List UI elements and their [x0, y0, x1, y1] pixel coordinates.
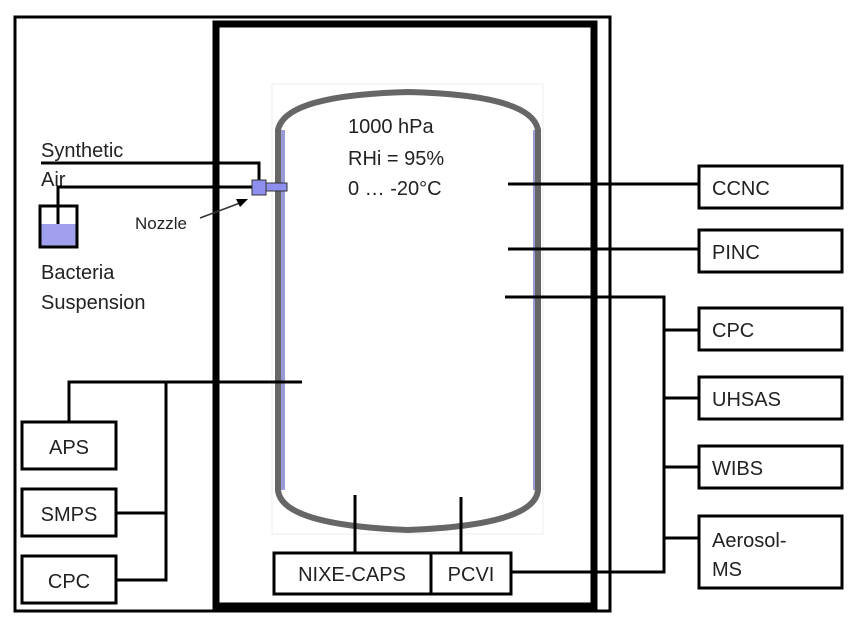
nozzle-arrow-line [199, 202, 241, 219]
instrument-label-ccnc: CCNC [712, 178, 770, 200]
instrument-label-pcvi: PCVI [448, 564, 495, 586]
instrument-label-cpc-left: CPC [48, 571, 90, 593]
outer-frame [13, 15, 612, 613]
instrument-label-pinc: PINC [712, 242, 760, 264]
instrument-label-nixe-caps: NIXE-CAPS [298, 564, 406, 586]
instrument-box-aps[interactable] [20, 420, 118, 471]
instrument-box-wibs[interactable] [697, 444, 844, 490]
left-manifold-line [67, 380, 302, 422]
instrument-box-uhsas[interactable] [697, 375, 844, 421]
instrument-label-aerosol-ms-1: Aerosol- [712, 530, 786, 552]
instrument-label-uhsas: UHSAS [712, 389, 781, 411]
chamber-vessel [275, 88, 541, 534]
nozzle-label: Nozzle [135, 214, 187, 233]
cold-box-frame [212, 20, 598, 610]
chamber-pressure: 1000 hPa [348, 116, 435, 138]
instrument-box-pinc[interactable] [697, 228, 844, 274]
instrument-label-wibs: WIBS [712, 458, 763, 480]
left-branch-line [117, 382, 168, 582]
instrument-label-smps: SMPS [41, 504, 98, 526]
instrument-label-aps: APS [49, 437, 89, 459]
instrument-box-aerosol-ms[interactable] [697, 514, 844, 590]
nozzle-tip [265, 182, 288, 192]
suspension-label-2: Suspension [41, 292, 146, 314]
chamber-humidity: RHi = 95% [348, 148, 444, 170]
chamber-temperature: 0 … -20°C [348, 178, 442, 200]
suspension-label-1: Bacteria [41, 262, 115, 284]
suspension-line [56, 185, 252, 233]
suspension-liquid [40, 224, 76, 246]
nozzle-body [251, 179, 267, 196]
suspension-beaker [38, 204, 79, 249]
instrument-label-cpc-right: CPC [712, 320, 754, 342]
instrument-label-aerosol-ms-2: MS [712, 559, 742, 581]
instrument-box-ccnc[interactable] [697, 164, 844, 210]
instrument-box-cpc-left[interactable] [20, 554, 118, 605]
synthetic-air-line [41, 161, 261, 180]
instrument-box-cpc-right[interactable] [697, 306, 844, 352]
nozzle-arrow-head [236, 199, 248, 207]
chamber-panel [271, 83, 544, 535]
instrument-box-smps[interactable] [20, 487, 118, 538]
synthetic-air-label-1: Synthetic [41, 140, 123, 162]
right-manifold-line [505, 295, 666, 574]
